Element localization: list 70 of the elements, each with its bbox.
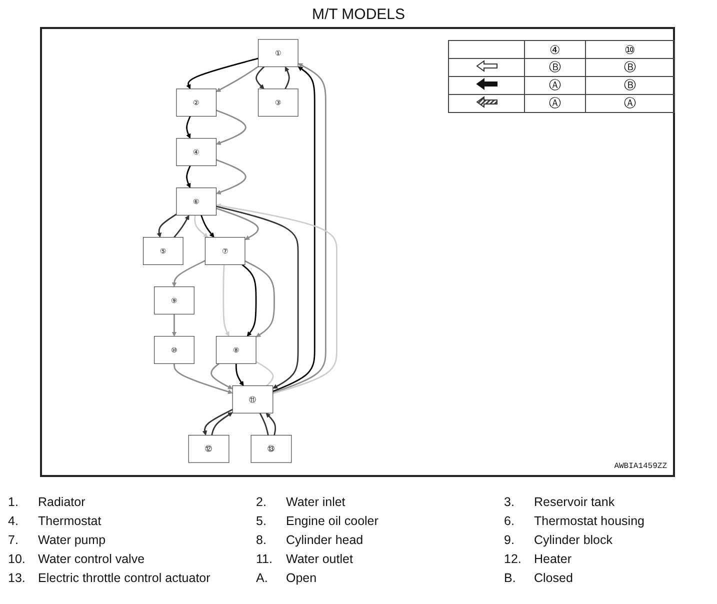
key-text: Water outlet (286, 552, 354, 566)
connector (256, 361, 274, 386)
key-text: Radiator (38, 495, 86, 509)
arrow (256, 66, 265, 90)
arrow (242, 264, 257, 336)
key-number: B. (504, 571, 517, 585)
arrow (200, 214, 214, 238)
state-mark: Ⓑ (549, 60, 561, 74)
key-text: Water pump (38, 533, 107, 547)
connector (259, 412, 269, 436)
arrow (172, 260, 206, 288)
key-text: Cylinder head (286, 533, 364, 547)
arrow (210, 363, 233, 390)
arrow (174, 364, 233, 394)
key-number: 13. (8, 571, 26, 585)
key-number: 8. (256, 533, 268, 547)
key-number: 1. (8, 495, 20, 509)
arrow (202, 408, 233, 436)
arrow (222, 264, 230, 336)
arrow (156, 214, 177, 238)
state-mark: Ⓐ (549, 96, 561, 110)
state-mark: Ⓑ (624, 78, 636, 92)
arrow (174, 214, 190, 238)
arrow (266, 412, 276, 436)
state-mark: Ⓐ (624, 96, 636, 110)
key-text: Thermostat housing (534, 514, 646, 528)
arrow (186, 165, 191, 188)
arrow (186, 58, 258, 90)
arrow (216, 208, 259, 240)
key-number: 6. (504, 514, 516, 528)
key-number: 11. (256, 552, 274, 566)
arrow (216, 159, 246, 194)
key-text: Electric throttle control actuator (38, 571, 212, 585)
figure-code: AWBIA1459ZZ (614, 462, 667, 471)
arrow (235, 364, 244, 386)
key-text: Water control valve (38, 552, 146, 566)
diagram-title: M/T MODELS (310, 6, 406, 23)
arrow (211, 412, 233, 436)
key-text: Engine oil cooler (286, 514, 380, 528)
state-mark: Ⓑ (624, 60, 636, 74)
arrow (216, 206, 299, 389)
key-number: 12. (504, 552, 522, 566)
arrow (216, 110, 246, 145)
arrow (172, 314, 177, 336)
key-number: 3. (504, 495, 516, 509)
key-number: A. (256, 571, 269, 585)
key-number: 5. (256, 514, 268, 528)
key-text: Thermostat (38, 514, 102, 528)
arrow (216, 203, 338, 394)
key-number: 10. (8, 552, 26, 566)
column-header: ⑩ (624, 42, 636, 56)
arrow (194, 215, 208, 238)
arrow (272, 63, 326, 394)
key-text: Reservoir tank (534, 495, 616, 509)
key-text: Heater (534, 552, 573, 566)
key-text: Open (286, 571, 318, 585)
key-number: 4. (8, 514, 20, 528)
key-text: Closed (534, 571, 574, 585)
column-header: ④ (550, 42, 560, 56)
state-mark: Ⓐ (549, 78, 561, 92)
arrow (244, 260, 275, 338)
key-number: 2. (256, 495, 268, 509)
key-number: 7. (8, 533, 20, 547)
arrow (186, 116, 191, 139)
arrow (216, 66, 259, 92)
key-number: 9. (504, 533, 516, 547)
arrow (284, 66, 290, 90)
arrow (272, 66, 316, 392)
key-text: Cylinder block (534, 533, 614, 547)
key-text: Water inlet (286, 495, 346, 509)
